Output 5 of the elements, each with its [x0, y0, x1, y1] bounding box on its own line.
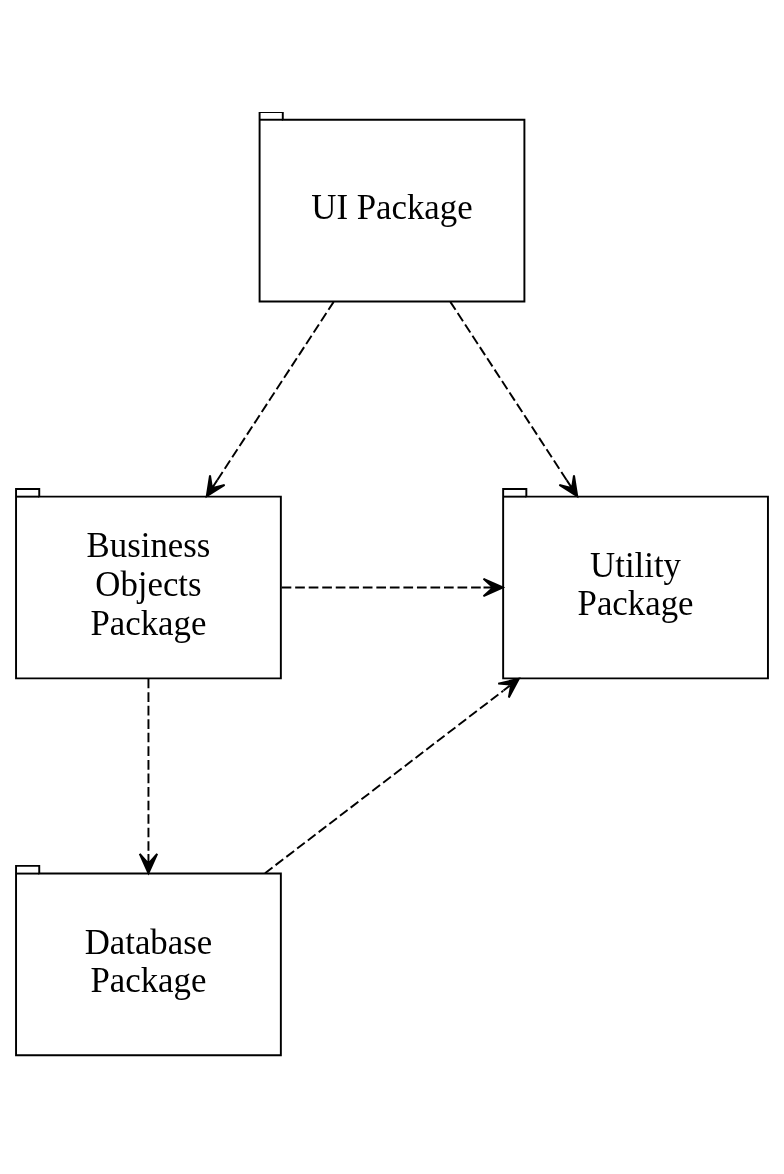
arrow: [449, 300, 579, 497]
arrow: [264, 677, 520, 874]
arrow: [205, 300, 335, 497]
arrow: [280, 577, 504, 597]
arrow: [138, 677, 159, 874]
